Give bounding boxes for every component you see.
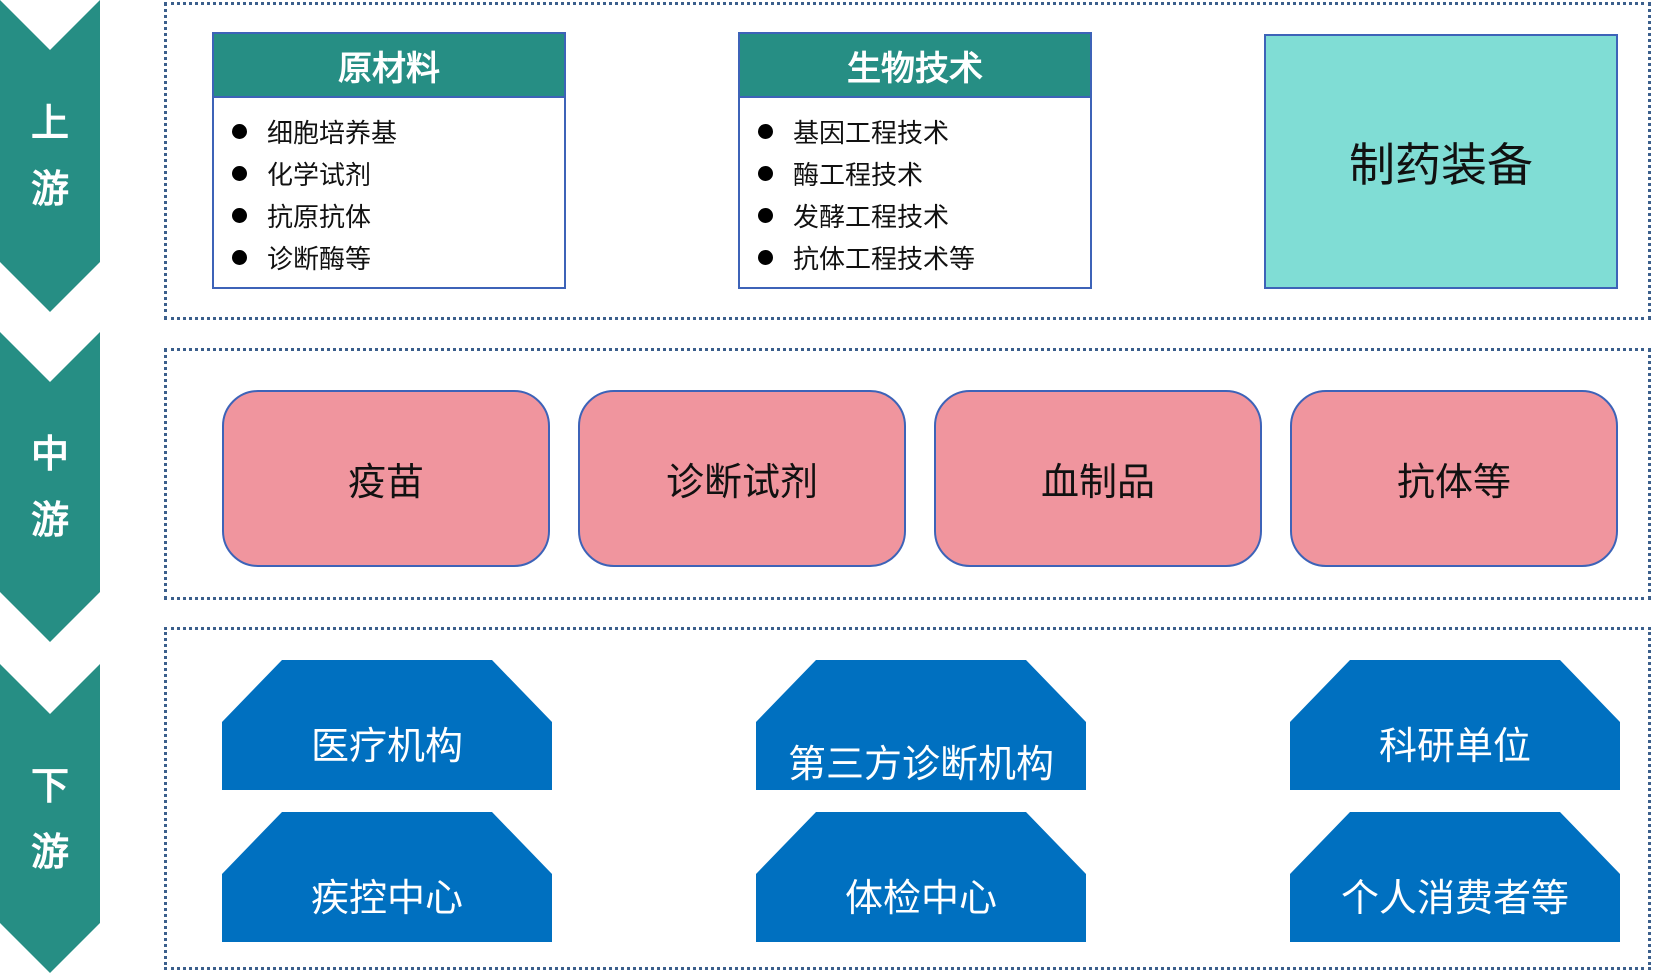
customer-label: 疾控中心	[310, 876, 463, 920]
stage-midstream-chevron: 中 游	[0, 332, 100, 642]
stage-downstream-chevron: 下 游	[0, 664, 100, 973]
product-antibody: 抗体等	[1290, 390, 1618, 567]
pharma-equipment-box: 制药装备	[1264, 34, 1618, 289]
downstream-section-frame	[164, 627, 1651, 970]
stage-downstream-char-1: 下	[30, 763, 69, 808]
customer-cdc: 疾控中心	[222, 812, 552, 942]
stage-upstream-chevron: 上 游	[0, 0, 100, 312]
stage-midstream-char-2: 游	[30, 498, 69, 542]
stage-downstream-char-2: 游	[30, 829, 69, 874]
customer-label: 第三方诊断机构	[787, 742, 1054, 786]
biotech-list: 基因工程技术 酶工程技术 发酵工程技术 抗体工程技术等	[740, 98, 1090, 278]
bullet-icon	[758, 165, 773, 181]
customer-label: 体检中心	[844, 876, 997, 920]
list-item: 抗原抗体	[232, 194, 564, 236]
customer-medical-institution: 医疗机构	[222, 660, 552, 790]
list-item: 细胞培养基	[232, 110, 564, 152]
customer-research-unit: 科研单位	[1290, 660, 1620, 790]
customer-label: 科研单位	[1378, 724, 1531, 768]
bullet-icon	[758, 249, 773, 265]
bullet-icon	[758, 123, 773, 139]
list-item: 抗体工程技术等	[758, 236, 1090, 278]
midstream-section-frame	[164, 348, 1651, 600]
raw-materials-list: 细胞培养基 化学试剂 抗原抗体 诊断酶等	[214, 98, 564, 278]
list-item-label: 细胞培养基	[267, 118, 398, 149]
customer-individual-consumer: 个人消费者等	[1290, 812, 1620, 942]
bullet-icon	[232, 249, 247, 265]
stage-upstream-char-1: 上	[30, 101, 69, 145]
stage-midstream-char-1: 中	[30, 432, 69, 476]
list-item: 基因工程技术	[758, 110, 1090, 152]
bullet-icon	[232, 207, 247, 223]
biotech-card: 生物技术 基因工程技术 酶工程技术 发酵工程技术 抗体工程技术等	[738, 32, 1092, 289]
product-vaccine: 疫苗	[222, 390, 550, 567]
stage-upstream-char-2: 游	[30, 167, 69, 211]
bullet-icon	[232, 165, 247, 181]
product-diagnostic-reagent: 诊断试剂	[578, 390, 906, 567]
list-item: 发酵工程技术	[758, 194, 1090, 236]
bullet-icon	[758, 207, 773, 223]
list-item: 化学试剂	[232, 152, 564, 194]
bullet-icon	[232, 123, 247, 139]
raw-materials-card: 原材料 细胞培养基 化学试剂 抗原抗体 诊断酶等	[212, 32, 566, 289]
raw-materials-title: 原材料	[214, 34, 564, 98]
list-item-label: 基因工程技术	[793, 118, 950, 149]
product-blood-products: 血制品	[934, 390, 1262, 567]
list-item-label: 酶工程技术	[793, 160, 924, 191]
customer-physical-exam-center: 体检中心	[756, 812, 1086, 942]
list-item-label: 抗原抗体	[267, 202, 372, 233]
biotech-title: 生物技术	[740, 34, 1090, 98]
list-item: 诊断酶等	[232, 236, 564, 278]
list-item-label: 抗体工程技术等	[793, 244, 976, 275]
list-item-label: 诊断酶等	[267, 244, 372, 275]
upstream-section-frame	[164, 2, 1651, 320]
list-item-label: 发酵工程技术	[793, 202, 950, 233]
customer-label: 医疗机构	[310, 724, 463, 768]
customer-label: 个人消费者等	[1340, 876, 1569, 920]
list-item-label: 化学试剂	[267, 160, 372, 191]
customer-third-party-lab: 第三方诊断机构	[756, 660, 1086, 790]
list-item: 酶工程技术	[758, 152, 1090, 194]
